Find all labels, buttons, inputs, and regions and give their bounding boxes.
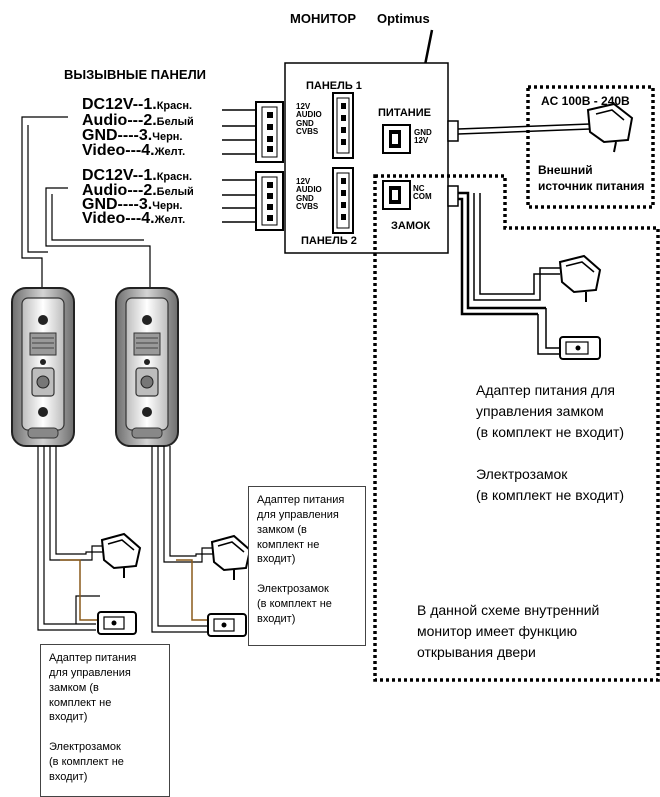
lock-adapter-2-icon xyxy=(210,534,252,580)
lock-note-right: Электрозамок (в комплект не входит) xyxy=(476,466,625,503)
wire-color: Черн. xyxy=(152,131,183,143)
monitor-lock-connector xyxy=(382,180,411,210)
pin-label: AUDIO xyxy=(296,110,322,120)
wire-row: DC12V--1.Красн. xyxy=(82,168,192,184)
wire-number: 2. xyxy=(143,182,157,199)
call-panels-title: ВЫЗЫВНЫЕ ПАНЕЛИ xyxy=(64,67,207,82)
wire-number: 2. xyxy=(143,112,157,129)
panel1-leads xyxy=(222,109,256,155)
adapter-note-right: Адаптер питания для управления замком (в… xyxy=(476,382,625,440)
wire-color: Черн. xyxy=(152,200,183,212)
external-power-caption: Внешний источник питания xyxy=(538,163,645,194)
electric-lock-1-icon xyxy=(97,611,137,635)
wire-row: Audio---2.Белый xyxy=(82,183,194,199)
external-power-voltage: AC 100В - 240В xyxy=(541,94,630,108)
monitor-power-pins: GND 12V xyxy=(414,128,432,146)
wire-color: Желт. xyxy=(154,146,186,158)
pin-label: GND xyxy=(296,193,314,203)
wire-number: 4. xyxy=(141,210,155,227)
monitor-panel2-connector xyxy=(332,167,354,234)
note-box-middle: Адаптер питания для управления замком (в… xyxy=(248,486,366,646)
wire-signal: GND---- xyxy=(82,127,139,144)
pin-label: CVBS xyxy=(296,202,319,212)
wire-color: Белый xyxy=(156,186,194,198)
panel2-cable-brown xyxy=(176,559,210,621)
wire-signal: DC12V-- xyxy=(82,96,144,113)
monitor-lock-scope-outline xyxy=(373,174,660,682)
wire-row: GND----3.Черн. xyxy=(82,128,183,144)
pin-label: NC xyxy=(413,184,425,193)
monitor-panel1-label: ПАНЕЛЬ 1 xyxy=(306,80,362,92)
wire-number: 3. xyxy=(138,127,153,144)
panel2-leads xyxy=(222,179,256,223)
monitor-power-label: ПИТАНИЕ xyxy=(378,107,431,119)
wire-row: GND----3.Черн. xyxy=(82,197,183,213)
lock-adapter-1-icon xyxy=(100,532,142,578)
monitor-panel2-pins: 12V AUDIO GND CVBS xyxy=(296,177,322,212)
wire-signal: GND---- xyxy=(82,196,139,213)
lock-adapter-right-icon xyxy=(558,254,602,302)
power-plug-icon xyxy=(586,102,634,153)
pin-label: 12V xyxy=(296,177,311,186)
wire-row: Video---4.Желт. xyxy=(82,143,185,159)
pin-label: COM xyxy=(413,192,432,202)
electric-lock-right-icon xyxy=(559,336,601,360)
scheme-note: В данной схеме внутренний монитор имеет … xyxy=(417,602,600,660)
wire-number: 1. xyxy=(143,96,157,113)
monitor-brand: Optimus xyxy=(377,11,430,26)
panel2-cable xyxy=(45,187,151,292)
call-panel-1 xyxy=(11,287,75,447)
panel1-cable xyxy=(21,116,68,292)
external-power-outline xyxy=(526,85,655,209)
wire-signal: Video--- xyxy=(82,142,142,159)
note-box-left: Адаптер питания для управления замком (в… xyxy=(40,644,170,797)
panel1-lock-cable xyxy=(37,446,104,631)
monitor-power-connector xyxy=(382,124,411,154)
monitor-box xyxy=(284,62,449,254)
wire-signal: DC12V-- xyxy=(82,167,144,184)
electric-lock-2-icon xyxy=(207,613,247,637)
lock-cable-right xyxy=(447,185,560,355)
pin-label: GND xyxy=(296,118,314,128)
call-panel-2 xyxy=(115,287,179,447)
wire-row: Video---4.Желт. xyxy=(82,211,185,227)
panel1-plug xyxy=(255,101,284,163)
pin-label: AUDIO xyxy=(296,185,322,195)
wire-color: Желт. xyxy=(154,214,186,226)
wire-signal: Video--- xyxy=(82,210,142,227)
monitor-panel1-pins: 12V AUDIO GND CVBS xyxy=(296,102,322,137)
wire-number: 4. xyxy=(141,142,155,159)
monitor-panel2-label: ПАНЕЛЬ 2 xyxy=(301,235,357,247)
monitor-lock-pins: NC COM xyxy=(413,184,432,202)
panel2-plug xyxy=(255,171,284,231)
panel1-cable-brown xyxy=(60,559,100,621)
pin-label: GND xyxy=(414,128,432,137)
monitor-lock-label: ЗАМОК xyxy=(391,220,431,232)
wire-number: 3. xyxy=(138,196,153,213)
wire-color: Белый xyxy=(156,116,194,128)
wire-signal: Audio--- xyxy=(82,182,144,199)
wire-row: Audio---2.Белый xyxy=(82,113,194,129)
power-cable xyxy=(447,120,591,142)
pin-label: 12V xyxy=(296,102,311,111)
wire-number: 1. xyxy=(143,167,157,184)
wire-color: Красн. xyxy=(156,171,193,183)
monitor-panel1-connector xyxy=(332,92,354,159)
wire-color: Красн. xyxy=(156,100,193,112)
monitor-title: МОНИТОР xyxy=(290,11,357,26)
pin-label: CVBS xyxy=(296,127,319,137)
panel2-lock-cable xyxy=(151,446,214,633)
wire-row: DC12V--1.Красн. xyxy=(82,97,192,113)
wire-signal: Audio--- xyxy=(82,112,144,129)
pin-label: 12V xyxy=(414,136,429,146)
